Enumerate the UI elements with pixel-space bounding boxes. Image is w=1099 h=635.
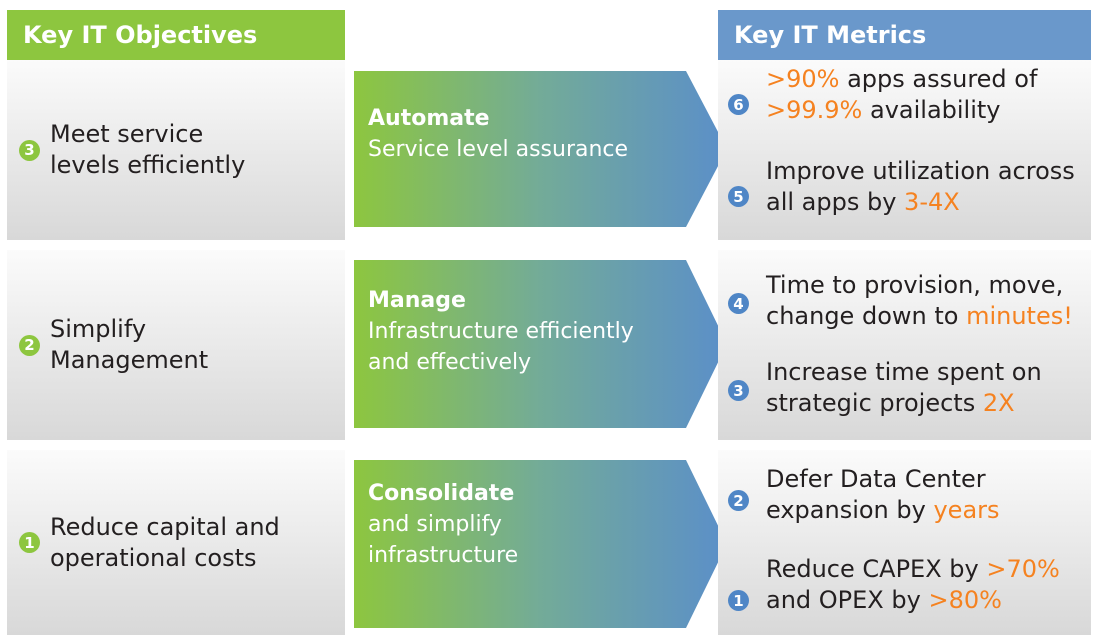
objectives-header: Key IT Objectives bbox=[7, 10, 345, 60]
arrow-subtitle: infrastructure bbox=[368, 543, 519, 568]
metric-number-badge: 4 bbox=[728, 293, 749, 314]
metric-number-badge: 2 bbox=[728, 490, 749, 511]
metric-text: Improve utilization across all apps by 3… bbox=[766, 156, 1087, 218]
metric-number-badge: 1 bbox=[728, 590, 749, 611]
metric-number-badge: 3 bbox=[728, 380, 749, 401]
metric-text: >90% apps assured of >99.9% availability bbox=[766, 64, 1087, 126]
metric-text: Increase time spent on strategic project… bbox=[766, 357, 1087, 419]
metric-highlight: 2X bbox=[982, 389, 1015, 417]
metric-line: Reduce CAPEX by bbox=[766, 555, 987, 583]
arrow-subtitle: and effectively bbox=[368, 350, 532, 375]
metric-line: Improve utilization across bbox=[766, 157, 1075, 185]
metric-line: Defer Data Center bbox=[766, 465, 986, 493]
metric-line: all apps by bbox=[766, 188, 905, 216]
metric-item: 2 Defer Data Center expansion by years bbox=[728, 464, 1087, 530]
metric-number-badge: 5 bbox=[728, 186, 749, 207]
arrow-subtitle: Service level assurance bbox=[368, 137, 629, 162]
objectives-header-label: Key IT Objectives bbox=[23, 21, 258, 49]
objective-text: Simplify Management bbox=[50, 314, 208, 376]
metric-line: availability bbox=[862, 96, 1001, 124]
metric-line: and OPEX by bbox=[766, 586, 929, 614]
arrow-label: Automate Service level assurance bbox=[368, 103, 688, 165]
metrics-panel: 4 Time to provision, move, change down t… bbox=[718, 250, 1091, 440]
metric-item: 6 >90% apps assured of >99.9% availabili… bbox=[728, 64, 1087, 130]
objective-number-badge: 1 bbox=[19, 532, 40, 553]
arrow-shape bbox=[354, 71, 727, 227]
objective-number-badge: 2 bbox=[19, 334, 40, 356]
metrics-panel: 2 Defer Data Center expansion by years 1… bbox=[718, 450, 1091, 635]
objective-line: Reduce capital and bbox=[50, 512, 280, 541]
objective-line: Meet service bbox=[50, 120, 204, 148]
objective-line: operational costs bbox=[50, 543, 257, 572]
arrow-title: Consolidate bbox=[368, 481, 515, 506]
metric-item: 5 Improve utilization across all apps by… bbox=[728, 156, 1087, 222]
metric-item: 4 Time to provision, move, change down t… bbox=[728, 270, 1087, 336]
metric-text: Time to provision, move, change down to … bbox=[766, 270, 1087, 332]
objective-number-badge: 3 bbox=[19, 139, 40, 161]
metric-item: 1 Reduce CAPEX by >70% and OPEX by >80% bbox=[728, 554, 1087, 620]
metrics-panel: 6 >90% apps assured of >99.9% availabili… bbox=[718, 60, 1091, 240]
objective-line: Simplify bbox=[50, 315, 147, 343]
metric-text: Reduce CAPEX by >70% and OPEX by >80% bbox=[766, 554, 1087, 616]
metric-highlight: years bbox=[933, 496, 1000, 524]
metric-highlight: >70% bbox=[986, 555, 1060, 583]
metric-item: 3 Increase time spent on strategic proje… bbox=[728, 357, 1087, 423]
metrics-header-label: Key IT Metrics bbox=[734, 21, 927, 49]
metric-number-badge: 6 bbox=[728, 94, 749, 115]
metric-line: strategic projects bbox=[766, 389, 983, 417]
metric-highlight: 3-4X bbox=[904, 188, 960, 216]
arrow-title: Manage bbox=[368, 288, 466, 313]
metric-line: apps assured of bbox=[839, 65, 1038, 93]
arrow-shape bbox=[354, 260, 727, 428]
arrow-label: Consolidate and simplify infrastructure bbox=[368, 478, 688, 571]
objective-text: Meet service levels efficiently bbox=[50, 119, 245, 181]
metric-highlight: minutes! bbox=[966, 302, 1073, 330]
arrow-label: Manage Infrastructure efficiently and ef… bbox=[368, 285, 688, 378]
metric-highlight: >90% bbox=[766, 65, 840, 93]
metric-line: Time to provision, move, bbox=[766, 271, 1064, 299]
metrics-header: Key IT Metrics bbox=[718, 10, 1091, 60]
objective-panel: 2 Simplify Management bbox=[7, 250, 345, 440]
metric-line: change down to bbox=[766, 302, 967, 330]
arrow-title: Automate bbox=[368, 106, 490, 131]
objective-panel: 1 Reduce capital and operational costs bbox=[7, 450, 345, 635]
objective-panel: 3 Meet service levels efficiently bbox=[7, 60, 345, 240]
metric-line: expansion by bbox=[766, 496, 934, 524]
objective-line: Management bbox=[50, 346, 209, 374]
arrow-subtitle: and simplify bbox=[368, 512, 502, 537]
metric-highlight: >99.9% bbox=[766, 96, 863, 124]
metric-highlight: >80% bbox=[928, 586, 1002, 614]
metric-text: Defer Data Center expansion by years bbox=[766, 464, 1087, 526]
metric-line: Increase time spent on bbox=[766, 358, 1042, 386]
objective-text: Reduce capital and operational costs bbox=[50, 512, 280, 574]
arrow-subtitle: Infrastructure efficiently bbox=[368, 319, 634, 344]
arrow-shape bbox=[354, 460, 727, 628]
objective-line: levels efficiently bbox=[50, 151, 246, 179]
